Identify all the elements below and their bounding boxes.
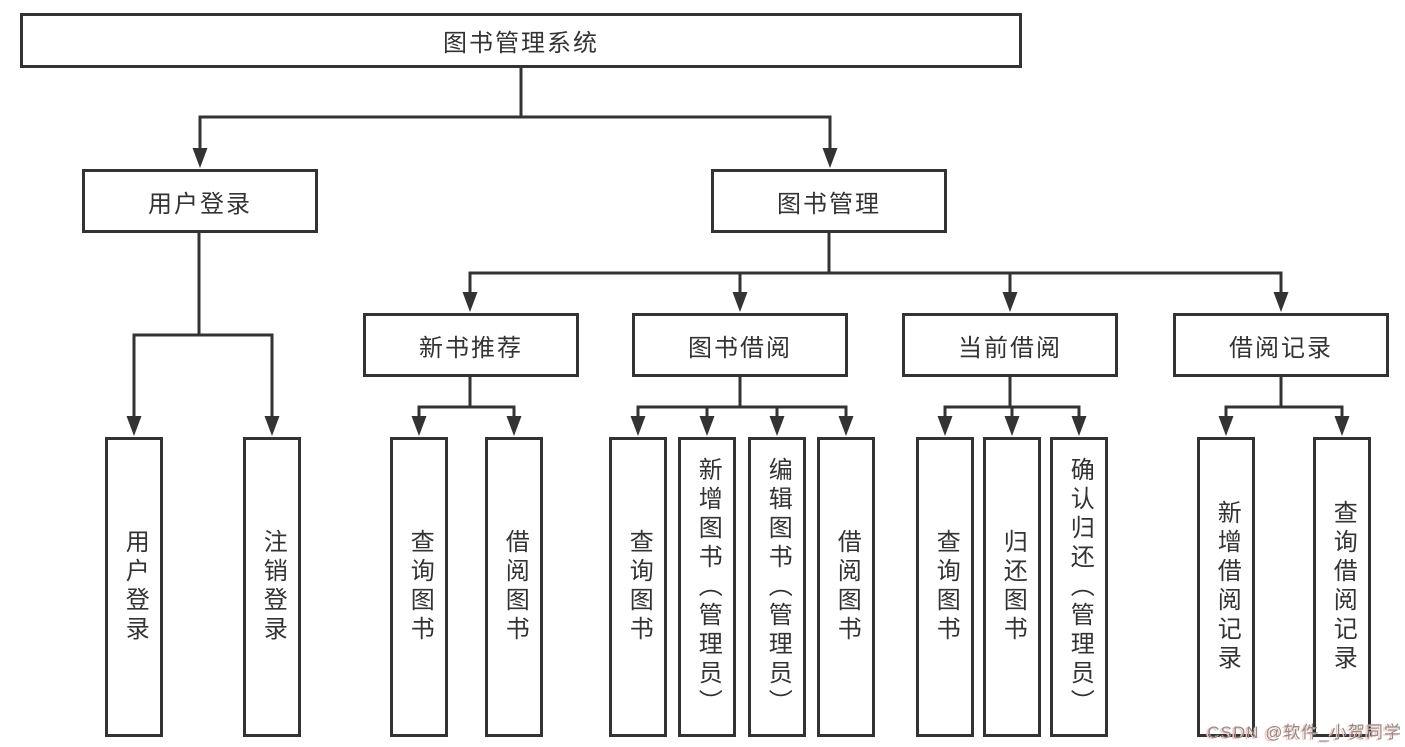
leaf-borrow-query-book-label: 查询图书 <box>625 529 653 645</box>
leaf-current-return-book-label: 归还图书 <box>999 529 1027 645</box>
node-new-book-recommend-label: 新书推荐 <box>419 334 523 362</box>
leaf-borrow-query-book: 查询图书 <box>609 437 667 737</box>
node-user-login: 用户登录 <box>82 169 318 233</box>
connector-mgmt-to-level3 <box>468 233 1283 294</box>
leaf-user-login-label: 用户登录 <box>121 529 149 645</box>
leaf-record-query-record-label: 查询借阅记录 <box>1329 500 1357 674</box>
arrowhead-book-borrow <box>732 292 748 312</box>
connector-record-to-leaves <box>1224 377 1344 420</box>
leaf-recommend-query-book-label: 查询图书 <box>406 529 434 645</box>
node-root-label: 图书管理系统 <box>443 30 599 57</box>
node-borrow-record: 借阅记录 <box>1173 313 1389 377</box>
arrowhead-borrow-record <box>1273 292 1289 312</box>
connector-recommend-to-leaves <box>417 377 516 420</box>
leaf-borrow-edit-book-admin: 编辑图书（管理员） <box>748 437 806 737</box>
arrowhead-leaf-user-login <box>126 416 142 436</box>
leaf-record-add-record: 新增借阅记录 <box>1197 437 1255 737</box>
leaf-borrow-borrow-book: 借阅图书 <box>817 437 875 737</box>
arrowhead-leaf-br-add <box>1218 416 1234 436</box>
leaf-borrow-edit-book-admin-label: 编辑图书（管理员） <box>764 456 792 718</box>
arrowhead-leaf-cb-return <box>1004 416 1020 436</box>
arrowhead-leaf-rec-query <box>411 416 427 436</box>
connector-root-to-level2 <box>198 68 832 150</box>
arrowhead-leaf-cb-confirm <box>1071 416 1087 436</box>
node-current-borrow: 当前借阅 <box>902 313 1118 377</box>
arrowhead-leaf-rec-borrow <box>506 416 522 436</box>
leaf-borrow-add-book-admin: 新增图书（管理员） <box>678 437 736 737</box>
leaf-borrow-add-book-admin-label: 新增图书（管理员） <box>694 456 722 718</box>
leaf-recommend-query-book: 查询图书 <box>390 437 448 737</box>
leaf-logout: 注销登录 <box>243 437 301 737</box>
leaf-user-login: 用户登录 <box>105 437 163 737</box>
arrowhead-leaf-bb-add <box>699 416 715 436</box>
arrowhead-leaf-logout <box>264 416 280 436</box>
node-book-borrow-label: 图书借阅 <box>688 334 792 362</box>
node-user-login-label: 用户登录 <box>148 190 252 218</box>
arrowhead-leaf-bb-query <box>630 416 646 436</box>
arrowhead-user-login <box>192 148 208 168</box>
leaf-borrow-borrow-book-label: 借阅图书 <box>833 529 861 645</box>
node-root: 图书管理系统 <box>20 13 1022 68</box>
node-book-management: 图书管理 <box>711 169 947 233</box>
arrowhead-leaf-bb-edit <box>769 416 785 436</box>
leaf-current-confirm-return-admin-label: 确认归还（管理员） <box>1066 456 1094 718</box>
leaf-logout-label: 注销登录 <box>259 529 287 645</box>
csdn-watermark: CSDN @软件_小贺同学 <box>1207 723 1402 742</box>
node-book-borrow: 图书借阅 <box>632 313 848 377</box>
connector-borrow-to-leaves <box>636 377 848 420</box>
leaf-recommend-borrow-book: 借阅图书 <box>485 437 543 737</box>
connector-user-to-leaves <box>132 233 274 420</box>
leaf-current-return-book: 归还图书 <box>983 437 1041 737</box>
node-new-book-recommend: 新书推荐 <box>363 313 579 377</box>
leaf-record-add-record-label: 新增借阅记录 <box>1213 500 1241 674</box>
arrowhead-current-borrow <box>1002 292 1018 312</box>
node-book-management-label: 图书管理 <box>777 190 881 218</box>
connector-current-to-leaves <box>943 377 1081 420</box>
leaf-current-query-book-label: 查询图书 <box>932 529 960 645</box>
leaf-current-confirm-return-admin: 确认归还（管理员） <box>1050 437 1108 737</box>
node-current-borrow-label: 当前借阅 <box>958 334 1062 362</box>
arrowhead-book-management <box>822 148 838 168</box>
leaf-current-query-book: 查询图书 <box>916 437 974 737</box>
arrowhead-new-book-recommend <box>462 292 478 312</box>
arrowhead-leaf-cb-query <box>937 416 953 436</box>
arrowhead-leaf-bb-borrow <box>838 416 854 436</box>
leaf-recommend-borrow-book-label: 借阅图书 <box>501 529 529 645</box>
leaf-record-query-record: 查询借阅记录 <box>1313 437 1371 737</box>
node-borrow-record-label: 借阅记录 <box>1229 334 1333 362</box>
arrowhead-leaf-br-query <box>1334 416 1350 436</box>
